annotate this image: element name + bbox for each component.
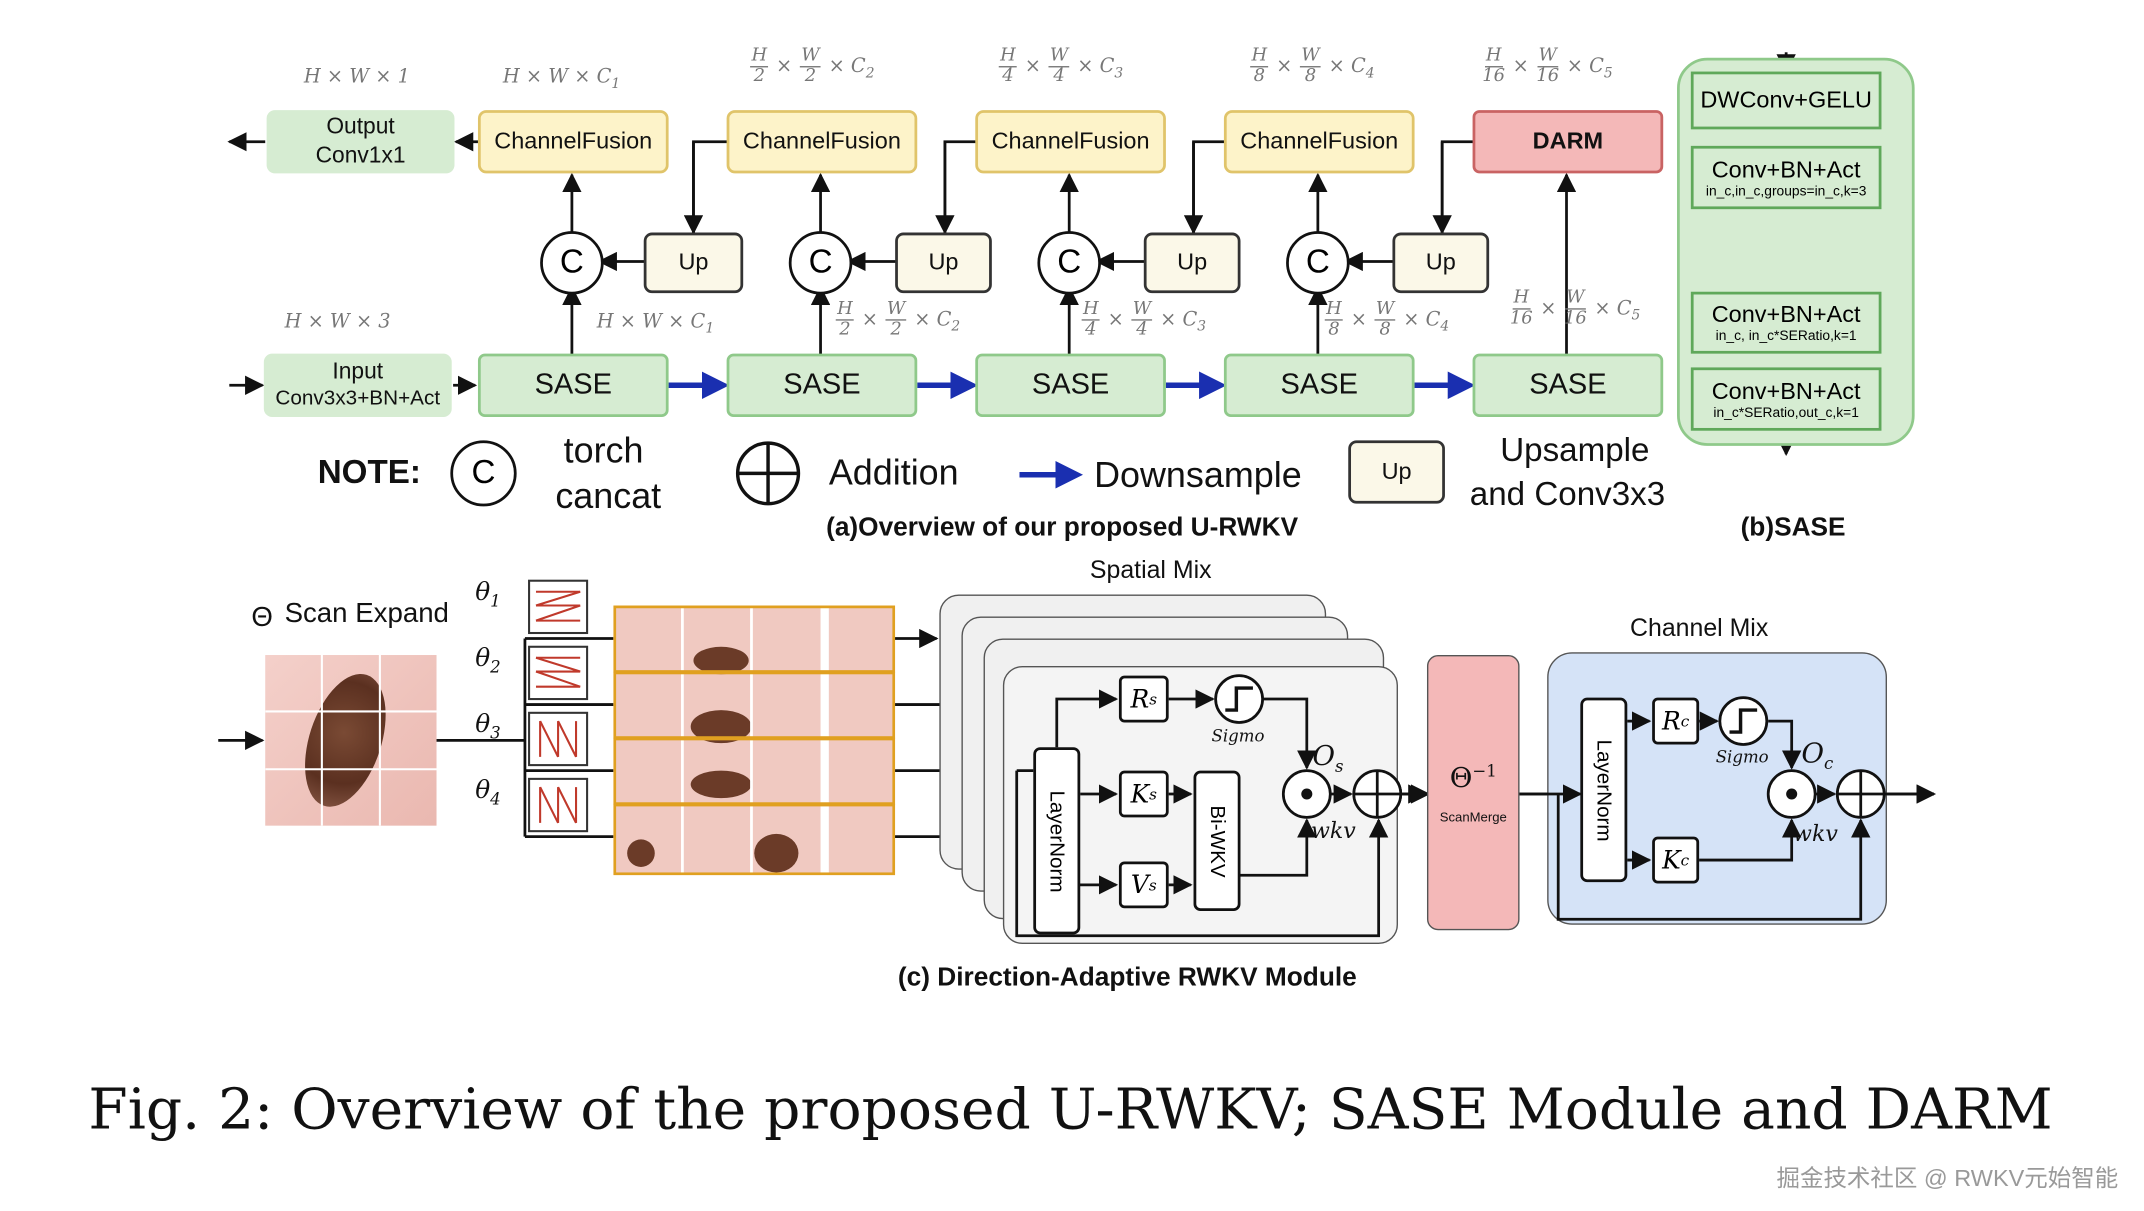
os-label: Os bbox=[1312, 738, 1344, 777]
sase-block-3: Conv+BN+Act in_c*SERatio,out_c,k=1 bbox=[1690, 367, 1882, 431]
image-grid bbox=[265, 655, 437, 826]
theta-4: θ4 bbox=[475, 776, 501, 809]
sase-block-2: Conv+BN+Act in_c, in_c*SERatio,k=1 bbox=[1690, 291, 1882, 354]
input-line-1: Input bbox=[332, 359, 384, 384]
note-upsample-2: and Conv3x3 bbox=[1469, 476, 1666, 514]
scanmerge-label: ScanMerge bbox=[1439, 809, 1507, 825]
sase-5: SASE bbox=[1472, 353, 1664, 417]
dim-top-2: H × W × C1 bbox=[502, 66, 621, 92]
up-4: Up bbox=[1392, 232, 1490, 294]
output-conv-box: Output Conv1x1 bbox=[266, 110, 455, 174]
channel-fusion-4: ChannelFusion bbox=[1223, 110, 1415, 174]
sase-block-1-sub: in_c,in_c,groups=in_c,k=3 bbox=[1705, 183, 1867, 199]
input-lesion-image bbox=[265, 655, 437, 826]
oc-label: Oc bbox=[1801, 736, 1834, 774]
sase-block-2-sub: in_c, in_c*SERatio,k=1 bbox=[1715, 328, 1857, 345]
scan-expand-symbol: Θ bbox=[251, 602, 273, 634]
channel-fusion-2: ChannelFusion bbox=[726, 110, 918, 174]
caption-c: (c) Direction-Adaptive RWKV Module bbox=[897, 963, 1357, 993]
input-line-2: Conv3x3+BN+Act bbox=[275, 386, 441, 411]
concat-3: C bbox=[1037, 231, 1101, 295]
output-line-2: Conv1x1 bbox=[315, 143, 406, 168]
scan-direction-icons bbox=[528, 579, 589, 833]
note-concat-text-1: torch bbox=[563, 429, 644, 471]
channel-layernorm: LayerNorm bbox=[1580, 697, 1628, 883]
scanmerge-box: Θ−1 ScanMerge bbox=[1426, 655, 1520, 931]
note-up-box: Up bbox=[1348, 440, 1445, 504]
channel-fusion-3: ChannelFusion bbox=[975, 110, 1166, 174]
caption-b: (b)SASE bbox=[1740, 513, 1846, 543]
sase-dwconv: DWConv+GELU bbox=[1690, 71, 1882, 130]
channel-layernorm-label: LayerNorm bbox=[1592, 738, 1616, 841]
up-3: Up bbox=[1143, 232, 1241, 294]
wkv-label-s: wkv bbox=[1310, 817, 1356, 844]
up-1: Up bbox=[643, 232, 744, 294]
theta-2: θ2 bbox=[475, 644, 501, 677]
sase-dwconv-label: DWConv+GELU bbox=[1700, 86, 1872, 113]
theta-1: θ1 bbox=[475, 577, 501, 611]
dim-bottom-2: H × W × C1 bbox=[596, 310, 715, 337]
channel-mix-label: Channel Mix bbox=[1630, 613, 1769, 642]
sase-block-2-main: Conv+BN+Act bbox=[1711, 301, 1861, 328]
concat-2: C bbox=[788, 231, 853, 295]
caption-a: (a)Overview of our proposed U-RWKV bbox=[826, 513, 1299, 543]
note-upsample-1: Upsample bbox=[1500, 432, 1650, 470]
note-downsample: Downsample bbox=[1094, 454, 1302, 496]
note-label: NOTE: bbox=[317, 454, 421, 492]
wkv-label-c: wkv bbox=[1793, 820, 1838, 847]
dim-top-1: H × W × 1 bbox=[303, 66, 410, 89]
expanded-patch-sequences bbox=[613, 605, 896, 876]
spatial-layernorm: LayerNorm bbox=[1033, 747, 1081, 935]
sase-1: SASE bbox=[477, 353, 669, 417]
scanmerge-symbol: Θ−1 bbox=[1449, 760, 1497, 794]
spatial-mix-label: Spatial Mix bbox=[1089, 555, 1212, 584]
sase-2: SASE bbox=[726, 353, 918, 417]
sase-3: SASE bbox=[975, 353, 1166, 417]
sigmo-label-s: Sigmo bbox=[1211, 726, 1265, 746]
concat-1: C bbox=[540, 231, 604, 295]
input-conv-box: Input Conv3x3+BN+Act bbox=[263, 353, 452, 417]
theta-3: θ3 bbox=[475, 710, 501, 743]
output-line-1: Output bbox=[326, 114, 395, 139]
note-addition: Addition bbox=[828, 451, 959, 493]
sase-block-1-main: Conv+BN+Act bbox=[1711, 156, 1861, 183]
channel-fusion-1: ChannelFusion bbox=[477, 110, 669, 174]
sase-block-1: Conv+BN+Act in_c,in_c,groups=in_c,k=3 bbox=[1690, 145, 1882, 210]
note-concat-symbol: C bbox=[450, 440, 517, 507]
dim-bottom-1: H × W × 3 bbox=[284, 310, 391, 334]
sase-block-3-sub: in_c*SERatio,out_c,k=1 bbox=[1713, 405, 1859, 421]
concat-4: C bbox=[1286, 231, 1350, 295]
sase-block-3-main: Conv+BN+Act bbox=[1711, 377, 1861, 404]
up-2: Up bbox=[895, 232, 992, 294]
biwkv-box: Bi-WKV bbox=[1193, 770, 1241, 911]
watermark: 掘金技术社区 @ RWKV元始智能 bbox=[1776, 1165, 2119, 1192]
note-concat-text-2: cancat bbox=[555, 474, 662, 517]
sase-4: SASE bbox=[1223, 353, 1415, 417]
darm-box: DARM bbox=[1472, 110, 1664, 174]
figure-caption: Fig. 2: Overview of the proposed U-RWKV;… bbox=[88, 1076, 2053, 1143]
sigmo-label-c: Sigmo bbox=[1715, 747, 1769, 767]
scan-expand-label: Scan Expand bbox=[284, 598, 449, 629]
